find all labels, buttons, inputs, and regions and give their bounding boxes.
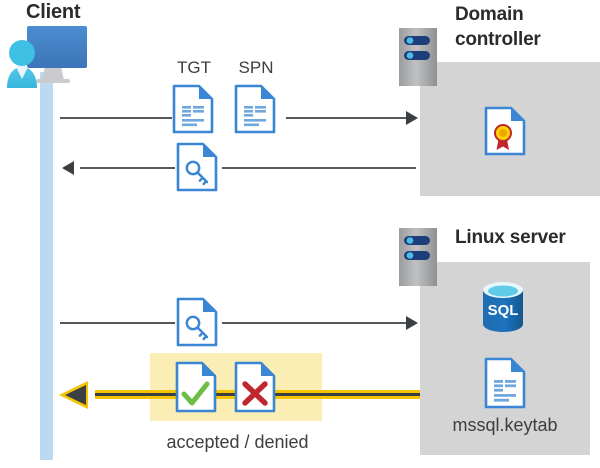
certificate-document-icon (484, 106, 526, 156)
spn-label: SPN (238, 58, 274, 77)
flow-3-arrowhead (406, 316, 418, 330)
server-rack-icon-domain-controller (399, 28, 437, 86)
flow-3-line-right (222, 322, 406, 324)
domain-controller-title: Domain controller (455, 2, 595, 52)
flow-3-line-left (60, 322, 175, 324)
ticket-key-document-icon (176, 142, 218, 192)
flow-1-arrowhead (406, 111, 418, 125)
linux-server-title: Linux server (455, 227, 566, 248)
denied-document-icon (234, 361, 276, 413)
tgt-label: TGT (177, 58, 211, 77)
keytab-file-label: mssql.keytab (452, 415, 558, 435)
domain-controller-title-line2: controller (455, 29, 541, 50)
tgt-document-icon (172, 84, 214, 134)
client-title: Client (26, 1, 81, 23)
accepted-document-icon (175, 361, 217, 413)
accepted-denied-label: accepted / denied (166, 432, 309, 452)
flow-2-line-left (80, 167, 175, 169)
client-user-monitor-icon (4, 22, 90, 92)
flow-1-line-right (286, 117, 406, 119)
flow-2-line-right (222, 167, 416, 169)
sql-database-icon: SQL (480, 281, 526, 333)
flow-1-line-left (60, 117, 172, 119)
domain-controller-title-line1: Domain (455, 4, 524, 25)
flow-4-arrowhead (58, 379, 100, 411)
flow-2-arrowhead (62, 161, 74, 175)
sql-database-label: SQL (488, 302, 519, 319)
flow-4-bar-right-core (305, 393, 420, 396)
client-lifeline (40, 72, 53, 460)
spn-document-icon (234, 84, 276, 134)
service-key-document-icon (176, 297, 218, 347)
server-rack-icon-linux-server (399, 228, 437, 286)
keytab-document-icon (484, 357, 526, 409)
